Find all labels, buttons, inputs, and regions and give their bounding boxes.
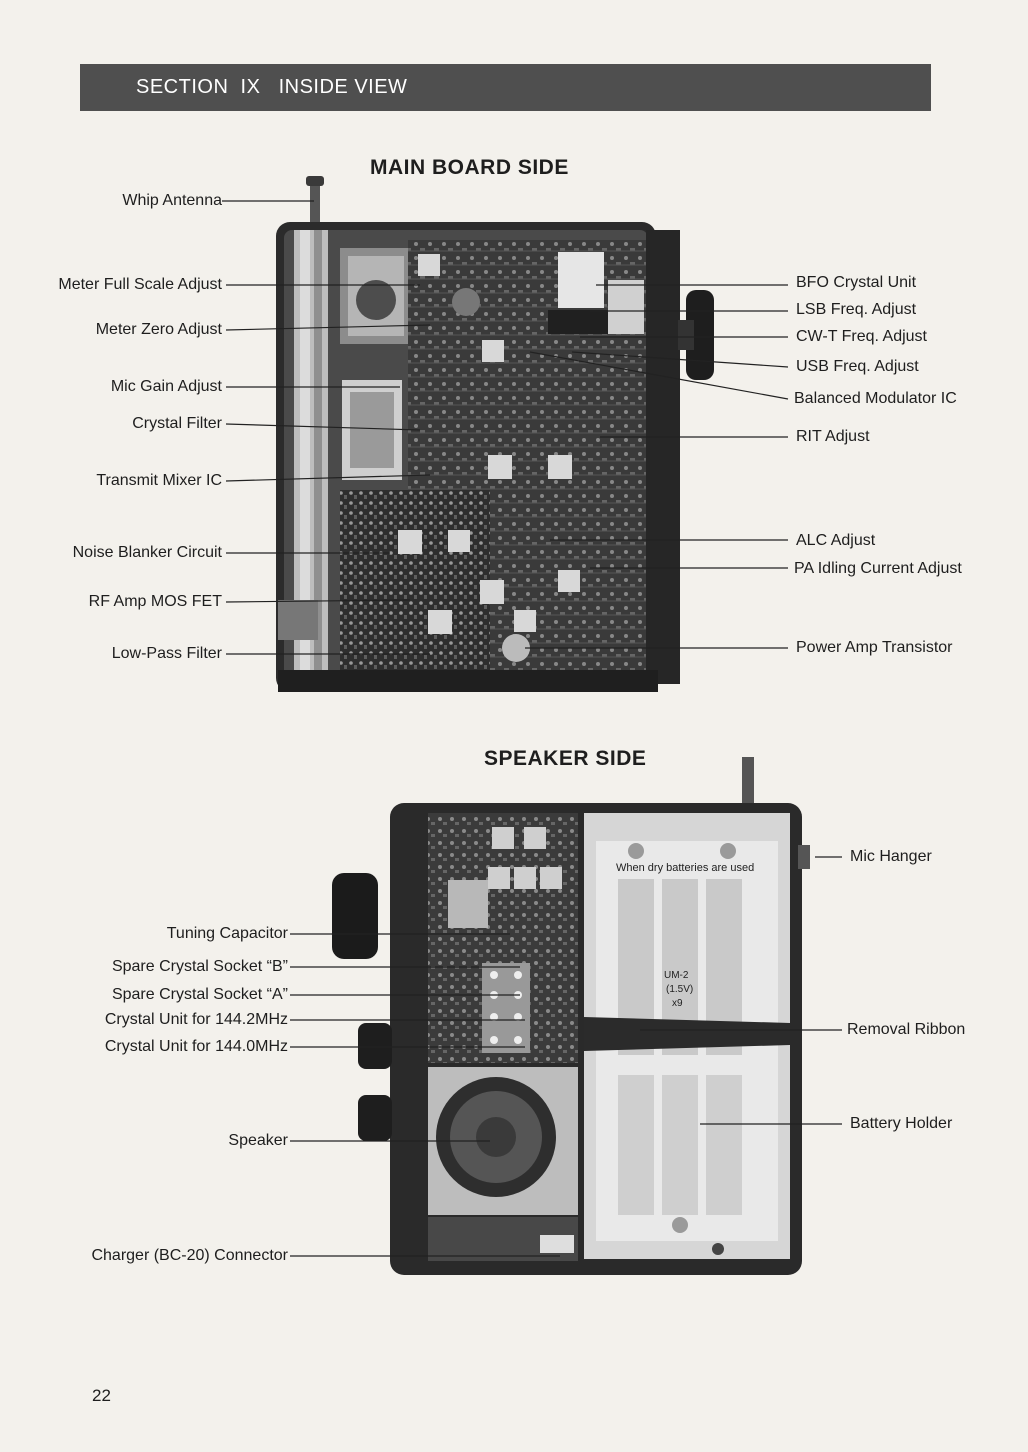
label-mic-hanger: Mic Hanger bbox=[850, 848, 932, 865]
main-board-title: MAIN BOARD SIDE bbox=[370, 156, 569, 179]
label-spare-crystal-socket-b: Spare Crystal Socket “B” bbox=[111, 958, 288, 975]
label-bfo-crystal-unit: BFO Crystal Unit bbox=[796, 274, 917, 291]
label-speaker: Speaker bbox=[228, 1132, 288, 1149]
page-number: 22 bbox=[92, 1386, 111, 1405]
speaker-side-title: SPEAKER SIDE bbox=[484, 747, 647, 770]
section-header-bar: SECTION IX INSIDE VIEW bbox=[80, 64, 931, 111]
battery-voltage-label: (1.5V) bbox=[666, 984, 694, 995]
label-battery-holder: Battery Holder bbox=[850, 1115, 953, 1132]
label-usb-freq-adjust: USB Freq. Adjust bbox=[796, 358, 919, 375]
label-mic-gain-adjust: Mic Gain Adjust bbox=[110, 378, 222, 395]
label-alc-adjust: ALC Adjust bbox=[796, 532, 876, 549]
label-power-amp-transistor: Power Amp Transistor bbox=[796, 639, 953, 656]
battery-instruction-text: When dry batteries are used bbox=[616, 862, 755, 874]
label-meter-zero-adjust: Meter Zero Adjust bbox=[95, 321, 222, 338]
main-board-photo bbox=[276, 176, 714, 692]
label-crystal-unit-144-2: Crystal Unit for 144.2MHz bbox=[104, 1011, 288, 1028]
label-crystal-filter: Crystal Filter bbox=[132, 415, 222, 432]
label-rf-amp-mos-fet: RF Amp MOS FET bbox=[88, 593, 222, 610]
label-pa-idling-current-adjust: PA Idling Current Adjust bbox=[794, 560, 962, 577]
label-charger-connector: Charger (BC-20) Connector bbox=[91, 1247, 288, 1264]
label-transmit-mixer-ic: Transmit Mixer IC bbox=[96, 472, 222, 489]
label-crystal-unit-144-0: Crystal Unit for 144.0MHz bbox=[104, 1038, 288, 1055]
label-rit-adjust: RIT Adjust bbox=[796, 428, 870, 445]
label-spare-crystal-socket-a: Spare Crystal Socket “A” bbox=[111, 986, 288, 1003]
section-title: SECTION IX INSIDE VIEW bbox=[136, 76, 408, 98]
label-noise-blanker-circuit: Noise Blanker Circuit bbox=[72, 544, 222, 561]
label-whip-antenna: Whip Antenna bbox=[122, 192, 222, 209]
battery-type-label: UM-2 bbox=[664, 970, 689, 981]
battery-count-label: x9 bbox=[672, 998, 683, 1009]
label-cw-t-freq-adjust: CW-T Freq. Adjust bbox=[796, 328, 927, 345]
label-balanced-modulator-ic: Balanced Modulator IC bbox=[794, 390, 957, 407]
label-tuning-capacitor: Tuning Capacitor bbox=[166, 925, 288, 942]
label-meter-full-scale-adjust: Meter Full Scale Adjust bbox=[58, 276, 222, 293]
label-low-pass-filter: Low-Pass Filter bbox=[111, 645, 222, 662]
label-lsb-freq-adjust: LSB Freq. Adjust bbox=[796, 301, 917, 318]
speaker-side-photo bbox=[332, 757, 810, 1275]
label-removal-ribbon: Removal Ribbon bbox=[847, 1021, 966, 1038]
